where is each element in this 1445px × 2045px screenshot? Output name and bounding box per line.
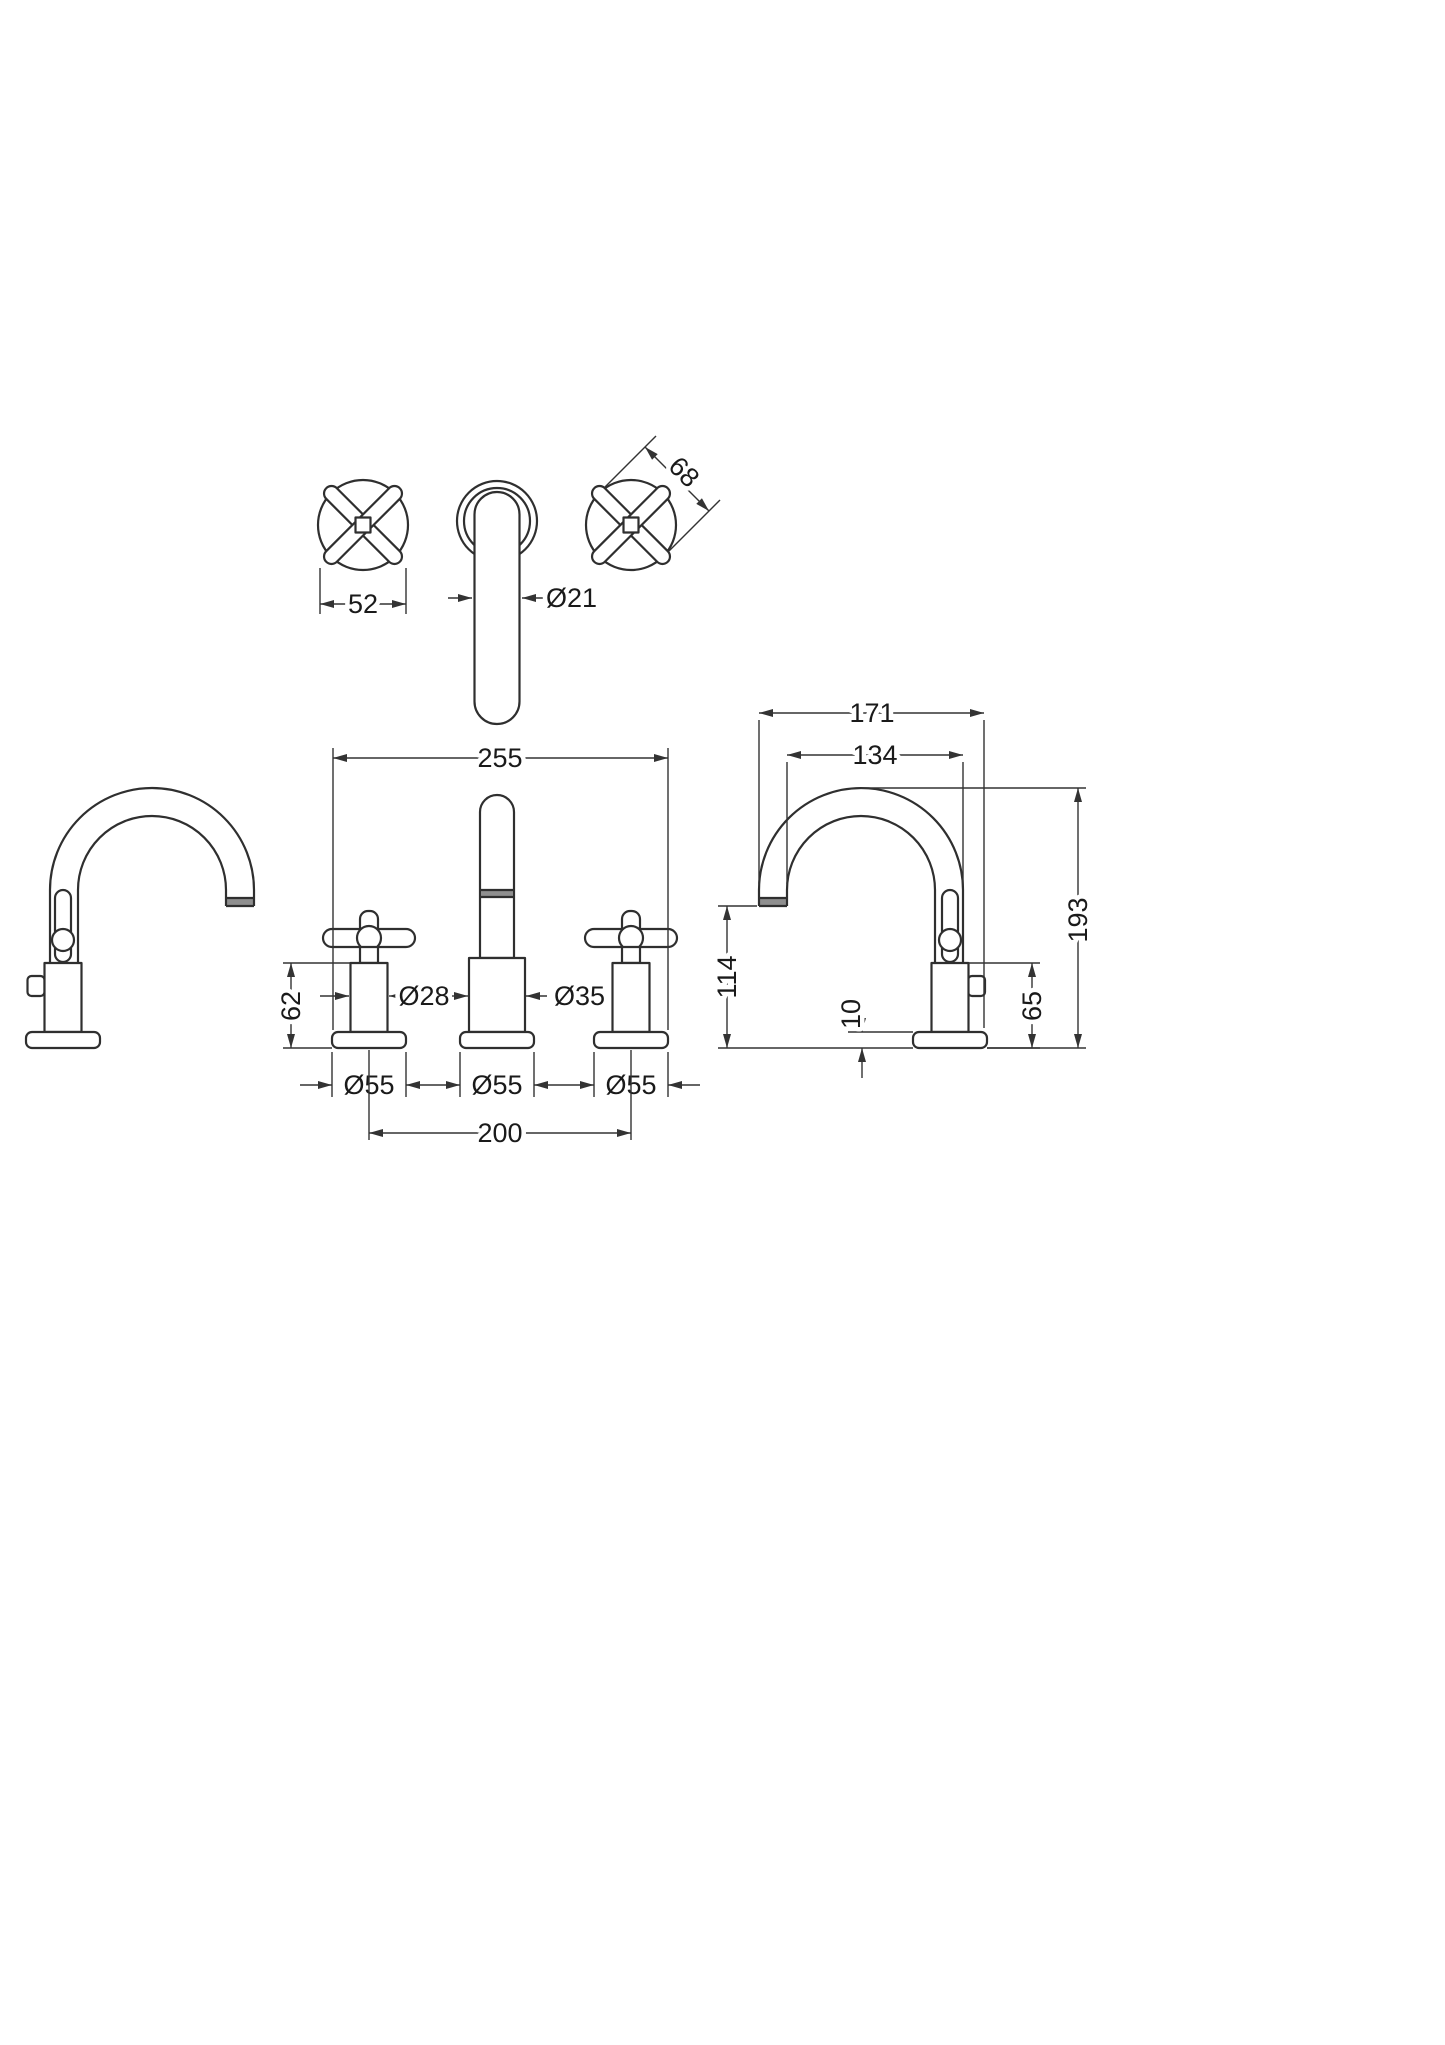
dim-65-label: 65 [1017,991,1047,1021]
spout-tube [478,793,516,960]
dim-o55-centre-label: Ø55 [471,1070,522,1100]
left-side-view [24,786,256,1050]
front-cold-handle [583,909,679,1050]
handle-stem [358,945,380,965]
plan-view: 52 Ø21 68 [316,435,721,726]
dim-255-label: 255 [477,743,522,773]
dim-overall-reach: 171 [758,694,985,1028]
front-view: 255 62 Ø28 Ø35 [272,739,700,1153]
spout-outer-curve [757,786,965,891]
dim-62-label: 62 [276,991,306,1021]
dim-134-label: 134 [852,740,897,770]
front-hot-handle [321,909,417,1050]
handle-body [349,961,389,1034]
dim-overall-height: 193 [861,787,1098,1049]
spout-outlet-tip [757,890,789,908]
dim-spout-body-diameter: Ø35 [452,977,610,1016]
handle-body [611,961,651,1034]
spout-outlet-tip [224,890,256,908]
dim-base-diameters: Ø55 Ø55 Ø55 [300,1052,700,1105]
handle-hub [50,927,76,953]
handle-hub [937,927,963,953]
side-handle [24,888,102,1050]
dim-spout-clearance: 114 [708,905,913,1049]
dim-handle-width: 52 [319,568,407,624]
dim-68-label: 68 [663,451,705,493]
dim-171-label: 171 [849,698,894,728]
plan-hot-handle [316,478,410,572]
handle-body [930,961,970,1034]
base-flange [592,1030,670,1050]
base-flange [330,1030,408,1050]
dim-handle-body-height: 62 [272,962,350,1049]
front-spout [458,793,536,1050]
side-handle [911,888,989,1050]
dim-193-label: 193 [1063,897,1093,942]
spout-inner-curve [76,814,228,891]
dim-spout-reach: 134 [786,736,964,886]
handle-hub [354,516,372,534]
handle-hub [622,516,640,534]
base-flange [24,1030,102,1050]
handle-nub [26,974,46,998]
plan-spout [455,479,539,726]
dim-52-label: 52 [348,589,378,619]
spout-outer-curve [48,786,256,891]
dim-hole-centres: 200 [368,1050,632,1153]
dim-200-label: 200 [477,1118,522,1148]
spout-tube [473,490,521,726]
handle-nub [966,974,987,998]
dim-o28-label: Ø28 [398,981,449,1011]
dim-o35-label: Ø35 [554,981,605,1011]
plan-cold-handle [584,478,678,572]
handle-stem [620,945,642,965]
dim-handle-height: 65 [968,962,1052,1049]
right-side-view: 171 134 114 10 65 [708,694,1098,1078]
dim-handle-body-diameter: Ø28 [320,977,454,1016]
base-flange [911,1030,989,1050]
handle-body [43,961,83,1034]
dim-o21-label: Ø21 [546,583,597,613]
dim-spout-tube-diameter: Ø21 [448,579,602,618]
spout-base-flange [458,1030,536,1050]
dim-overall-width: 255 [332,739,669,1030]
dim-base-height: 10 [832,994,913,1078]
dim-114-label: 114 [712,955,742,998]
spout-body [467,956,527,1034]
dim-10-label: 10 [836,999,866,1029]
spout-inner-curve [785,814,937,891]
